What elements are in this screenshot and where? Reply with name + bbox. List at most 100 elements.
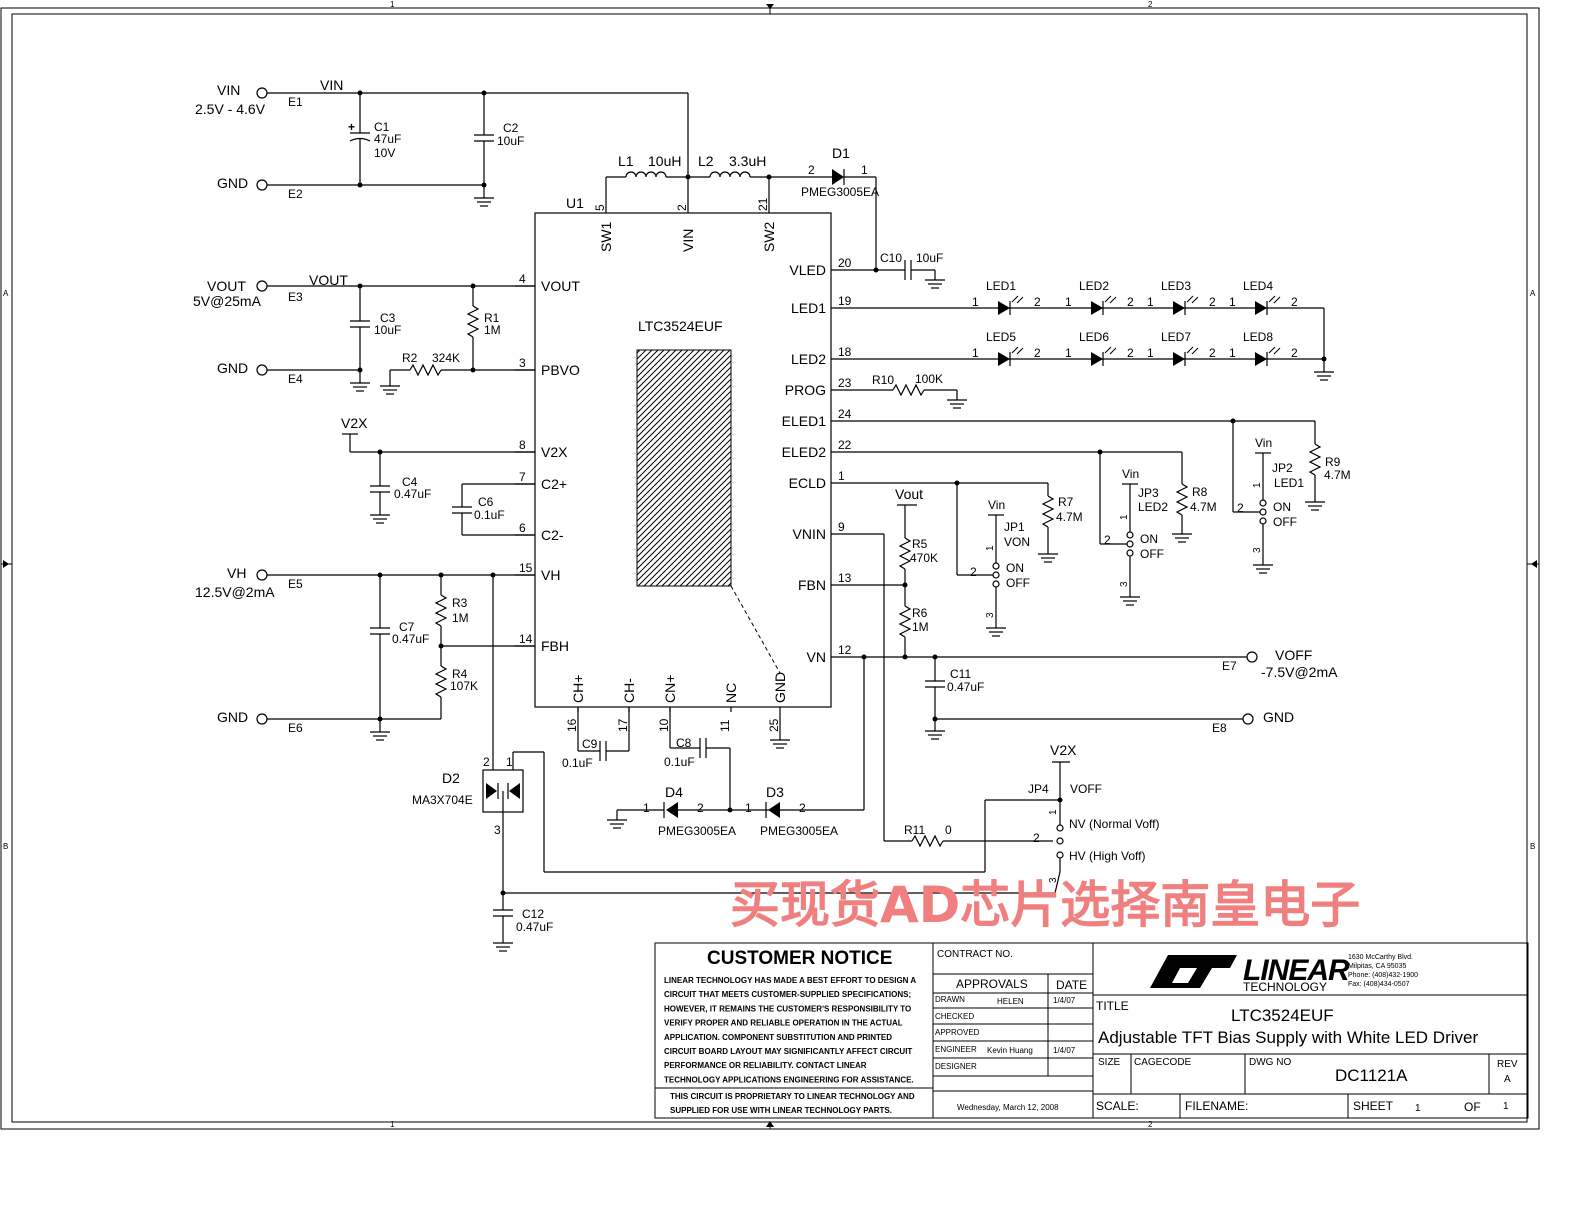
notice-line: CIRCUIT THAT MEETS CUSTOMER-SUPPLIED SPE… <box>664 990 911 999</box>
ic-pin-number: 17 <box>616 718 630 732</box>
terminal-gnd3: GND E6 <box>217 709 303 735</box>
ic-pin-number: 16 <box>565 718 579 732</box>
terminal-ref: E4 <box>288 372 303 386</box>
net-label: VIN <box>320 77 343 93</box>
inductor-stage: L1 10uH L2 3.3uH D1 2 1 PMEG3005EA <box>605 93 879 270</box>
r2-value: 324K <box>432 351 460 365</box>
eled1-network: R9 4.7M Vin JP2 LED1 ON OFF 2 1 3 <box>831 418 1351 574</box>
terminal-name: GND <box>217 175 248 191</box>
ground-symbol <box>770 739 790 749</box>
ground-symbol <box>350 382 370 392</box>
net-label: Vin <box>1122 467 1139 481</box>
pin-num: 1 <box>972 295 979 309</box>
address-line: Milpitas, CA 95035 <box>1348 963 1406 970</box>
ground-symbol <box>1172 533 1192 543</box>
r5-ref: R5 <box>912 537 928 551</box>
d3-ref: D3 <box>766 784 784 800</box>
drawn-label: DRAWN <box>935 995 965 1004</box>
c10-ref: C10 <box>880 251 902 265</box>
c6-value: 0.1uF <box>474 508 505 522</box>
terminal-name: VOFF <box>1275 647 1312 663</box>
ic-pin-name: FBN <box>798 577 826 593</box>
terminal-vin: VIN 2.5V - 4.6V E1 VIN <box>195 77 343 117</box>
r11-ref: R11 <box>904 823 925 837</box>
drawn-date: 1/4/07 <box>1053 996 1076 1005</box>
ic-pin-name: NC <box>723 683 739 703</box>
c1-voltage: 10V <box>374 146 395 160</box>
jp4-hv: HV (High Voff) <box>1069 849 1145 863</box>
terminal-name: VH <box>227 565 246 581</box>
jp2-func: LED1 <box>1274 476 1304 490</box>
notice-line: CIRCUIT BOARD LAYOUT MAY SIGNIFICANTLY A… <box>664 1047 912 1056</box>
pin-num: 1 <box>1048 809 1059 815</box>
notice-line: VERIFY PROPER AND RELIABLE OPERATION IN … <box>664 1019 903 1028</box>
jp2-ref: JP2 <box>1272 461 1293 475</box>
terminal-spec: 5V@25mA <box>193 293 262 309</box>
v2x-network: V2X C4 0.47uF C6 0.1uF <box>341 415 535 536</box>
r8-ref: R8 <box>1192 485 1208 499</box>
r5-value: 470K <box>910 551 938 565</box>
linear-logo: LINEAR TECHNOLOGY <box>1150 954 1351 994</box>
pin-num: 2 <box>1209 295 1216 309</box>
ic-pin-number: 6 <box>519 521 526 535</box>
ic-pin-name: CN+ <box>662 675 678 703</box>
zone-label: 2 <box>1148 1120 1153 1129</box>
net-label: Vin <box>988 498 1005 512</box>
ic-pin-number: 22 <box>838 438 852 452</box>
ic-pin-number: 23 <box>838 376 852 390</box>
zone-label: 1 <box>390 1120 395 1129</box>
d2-ref: D2 <box>442 770 460 786</box>
led-ref: LED2 <box>1079 279 1109 293</box>
ic-pin-number: 4 <box>519 272 526 286</box>
led-ref: LED3 <box>1161 279 1191 293</box>
pin-num: 1 <box>506 755 513 769</box>
c2-ref: C2 <box>503 121 519 135</box>
ground-symbol <box>1038 553 1058 563</box>
r9-ref: R9 <box>1325 455 1341 469</box>
vout-network: C3 10uF R1 1M R2 324K <box>267 283 535 395</box>
notice-line: LINEAR TECHNOLOGY HAS MADE A BEST EFFORT… <box>664 976 916 985</box>
r2-ref: R2 <box>402 351 418 365</box>
terminal-spec: 12.5V@2mA <box>195 584 275 600</box>
pin-num: 1 <box>1229 346 1236 360</box>
ic-pin-name: C2- <box>541 527 564 543</box>
ground-symbol <box>607 810 627 829</box>
pin-num: 2 <box>1291 295 1298 309</box>
ic-pin-number: 12 <box>838 643 852 657</box>
terminal-name: VOUT <box>207 278 246 294</box>
r3-ref: R3 <box>452 596 468 610</box>
title-block: CUSTOMER NOTICE LINEAR TECHNOLOGY HAS MA… <box>654 942 1529 1119</box>
address-line: Fax: (408)434-0507 <box>1348 981 1410 988</box>
pin-num: 1 <box>1065 346 1072 360</box>
approvals-header: APPROVALS <box>956 977 1028 991</box>
pin-num: 2 <box>1127 295 1134 309</box>
pin-num: 2 <box>1033 831 1040 845</box>
r4-value: 107K <box>450 679 478 693</box>
ic-pin-number: 7 <box>519 470 526 484</box>
dwg-number: DC1121A <box>1335 1066 1408 1085</box>
l1-ref: L1 <box>618 153 634 169</box>
ground-symbol <box>493 942 513 952</box>
c12-ref: C12 <box>522 907 544 921</box>
net-label: V2X <box>1050 742 1077 758</box>
pin-num: 2 <box>1237 501 1244 515</box>
cagecode-label: CAGECODE <box>1134 1057 1192 1068</box>
ground-symbol <box>380 385 400 395</box>
r1-value: 1M <box>484 323 501 337</box>
d1-ref: D1 <box>832 145 850 161</box>
jp3-ref: JP3 <box>1138 486 1159 500</box>
address-line: 1630 McCarthy Blvd. <box>1348 954 1413 961</box>
proprietary-line: THIS CIRCUIT IS PROPRIETARY TO LINEAR TE… <box>670 1092 915 1101</box>
terminal-ref: E6 <box>288 721 303 735</box>
terminal-name: VIN <box>217 82 240 98</box>
c4-ref: C4 <box>402 475 418 489</box>
zone-label: 2 <box>1148 0 1153 9</box>
pin-num: 1 <box>745 801 752 815</box>
diode-d2: D2 MA3X704E 2 1 3 C12 0.47uF <box>412 751 1055 952</box>
ic-part: LTC3524EUF <box>638 318 723 334</box>
